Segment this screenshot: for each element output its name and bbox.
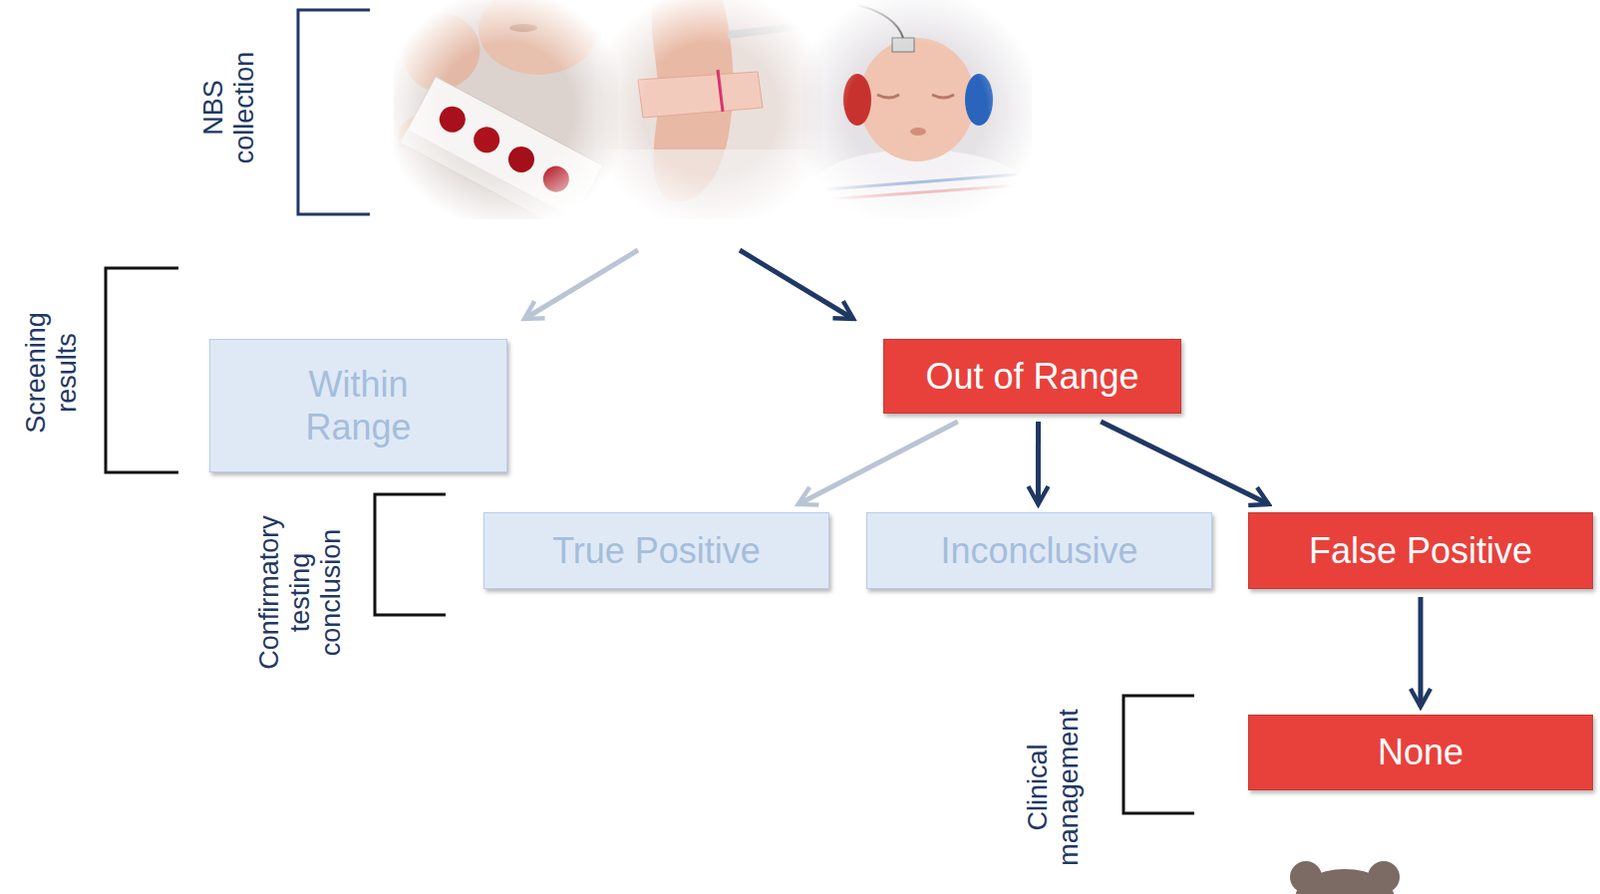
flow-arrow: [1418, 597, 1424, 707]
flow-arrow: [1100, 421, 1269, 505]
stage-label: NBS collection: [198, 32, 261, 183]
blanket: [598, 149, 823, 220]
baby-eye: [509, 23, 538, 32]
flow-arrow: [1035, 421, 1041, 505]
baby-face: [859, 37, 975, 162]
stage-label: Confirmatory testing conclusion: [254, 492, 347, 692]
bear-head: [1294, 869, 1395, 894]
bracket: [374, 494, 446, 616]
box-text: Within Range: [274, 362, 444, 449]
blood-spot: [538, 161, 574, 197]
photo-ground: [598, 0, 823, 220]
mouth: [910, 127, 927, 136]
electrode-wire: [857, 4, 904, 38]
blood-spot: [503, 141, 539, 177]
photo-ground: [802, 0, 1032, 220]
result-box: Out of Range: [883, 338, 1182, 414]
hearing-photo: [802, 0, 1032, 220]
conclusion-box: False Positive: [1248, 512, 1594, 590]
card: [400, 76, 604, 232]
stage-label: Clinical management: [1022, 697, 1085, 878]
box-text: False Positive: [1308, 529, 1533, 573]
blood-spot: [469, 122, 505, 158]
baby-foot: [401, 11, 480, 91]
box-text: Inconclusive: [940, 529, 1138, 573]
stage-label: Screening results: [20, 298, 83, 448]
conclusion-box: True Positive: [483, 512, 830, 590]
result-box: Within Range: [209, 338, 508, 473]
blanket-stripe: [827, 185, 1017, 200]
band-clip: [717, 69, 723, 112]
bracket: [105, 268, 179, 473]
ear-coupler: [964, 73, 993, 126]
blood-spot: [434, 101, 470, 137]
wristband-photo: [598, 0, 823, 220]
box-text: True Positive: [552, 529, 761, 573]
blood-card-photo: [393, 0, 619, 232]
box-text: None: [1377, 730, 1464, 774]
filter-card: [400, 76, 604, 232]
screening-arrow: [524, 250, 639, 320]
teddy-bear: [1289, 861, 1400, 894]
baby-face: [478, 0, 599, 75]
ear-coupler: [843, 73, 872, 126]
box-text: Out of Range: [925, 354, 1139, 398]
screening-arrow: [739, 250, 854, 320]
closed-eyes: [877, 94, 955, 98]
flow-arrow: [798, 421, 959, 505]
conclusion-box: Inconclusive: [866, 512, 1213, 590]
wristband: [638, 71, 763, 118]
electrode: [892, 37, 915, 52]
management-box: None: [1248, 714, 1594, 791]
bracket: [1123, 695, 1195, 814]
bracket: [298, 9, 370, 215]
